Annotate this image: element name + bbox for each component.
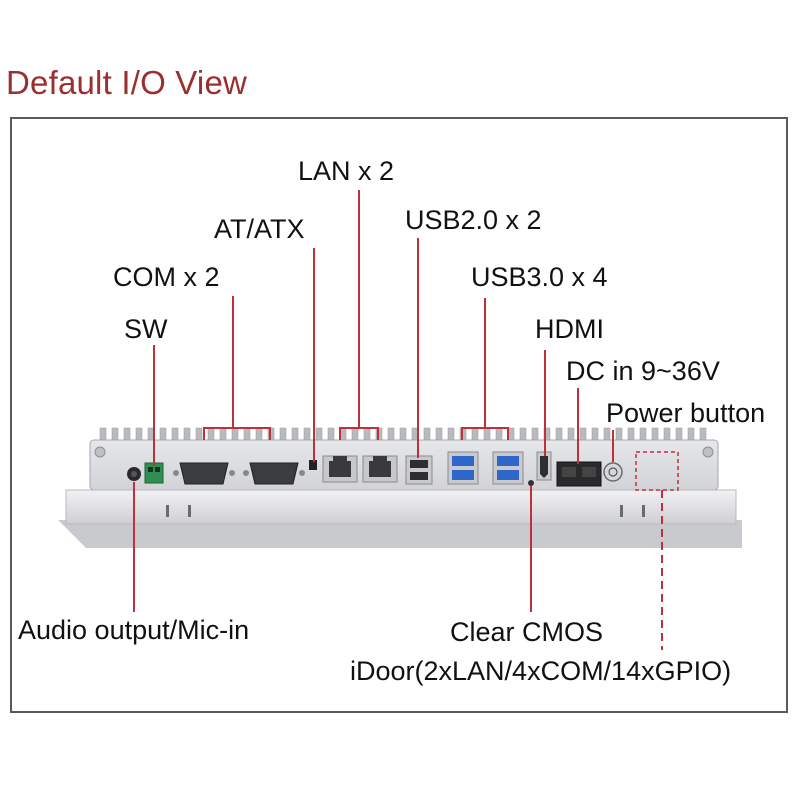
usb3-ports-pair-2 <box>492 451 524 485</box>
label-usb3: USB3.0 x 4 <box>471 262 608 292</box>
at-atx-switch <box>309 460 317 470</box>
bracket-lan <box>339 427 379 440</box>
label-usb2: USB2.0 x 2 <box>405 205 542 235</box>
leader-lines <box>133 190 663 650</box>
label-lan: LAN x 2 <box>298 156 395 186</box>
bracket-usb3 <box>461 427 509 440</box>
front-bezel <box>58 520 742 548</box>
page-title: Default I/O View <box>6 64 248 101</box>
idoor-slot-outline <box>635 451 679 491</box>
lan-port-1 <box>322 455 358 483</box>
label-idoor: iDoor(2xLAN/4xCOM/14xGPIO) <box>350 656 732 686</box>
screw-left <box>94 446 106 458</box>
usb2-ports <box>405 455 433 485</box>
lan-port-2 <box>362 455 398 483</box>
label-power: Power button <box>606 398 766 428</box>
bracket-com <box>203 427 271 440</box>
com-port-2 <box>243 462 305 485</box>
usb3-ports-pair-1 <box>447 451 479 485</box>
frame-slots <box>166 505 645 517</box>
label-audio: Audio output/Mic-in <box>18 615 250 645</box>
screw-right <box>702 446 714 458</box>
com-port-1 <box>173 462 235 485</box>
label-dcin: DC in 9~36V <box>566 356 720 386</box>
hdmi-port <box>536 451 552 481</box>
dc-in-terminal <box>556 461 602 487</box>
clear-cmos-button <box>528 480 534 486</box>
diagram-frame <box>10 117 788 713</box>
sw-terminal <box>144 462 164 484</box>
label-hdmi: HDMI <box>535 314 604 344</box>
label-atatx: AT/ATX <box>214 214 305 244</box>
power-button <box>603 462 623 482</box>
audio-jack <box>127 467 141 481</box>
front-frame <box>65 489 737 525</box>
label-com: COM x 2 <box>113 262 220 292</box>
label-cmos: Clear CMOS <box>450 617 604 647</box>
label-sw: SW <box>124 314 168 344</box>
